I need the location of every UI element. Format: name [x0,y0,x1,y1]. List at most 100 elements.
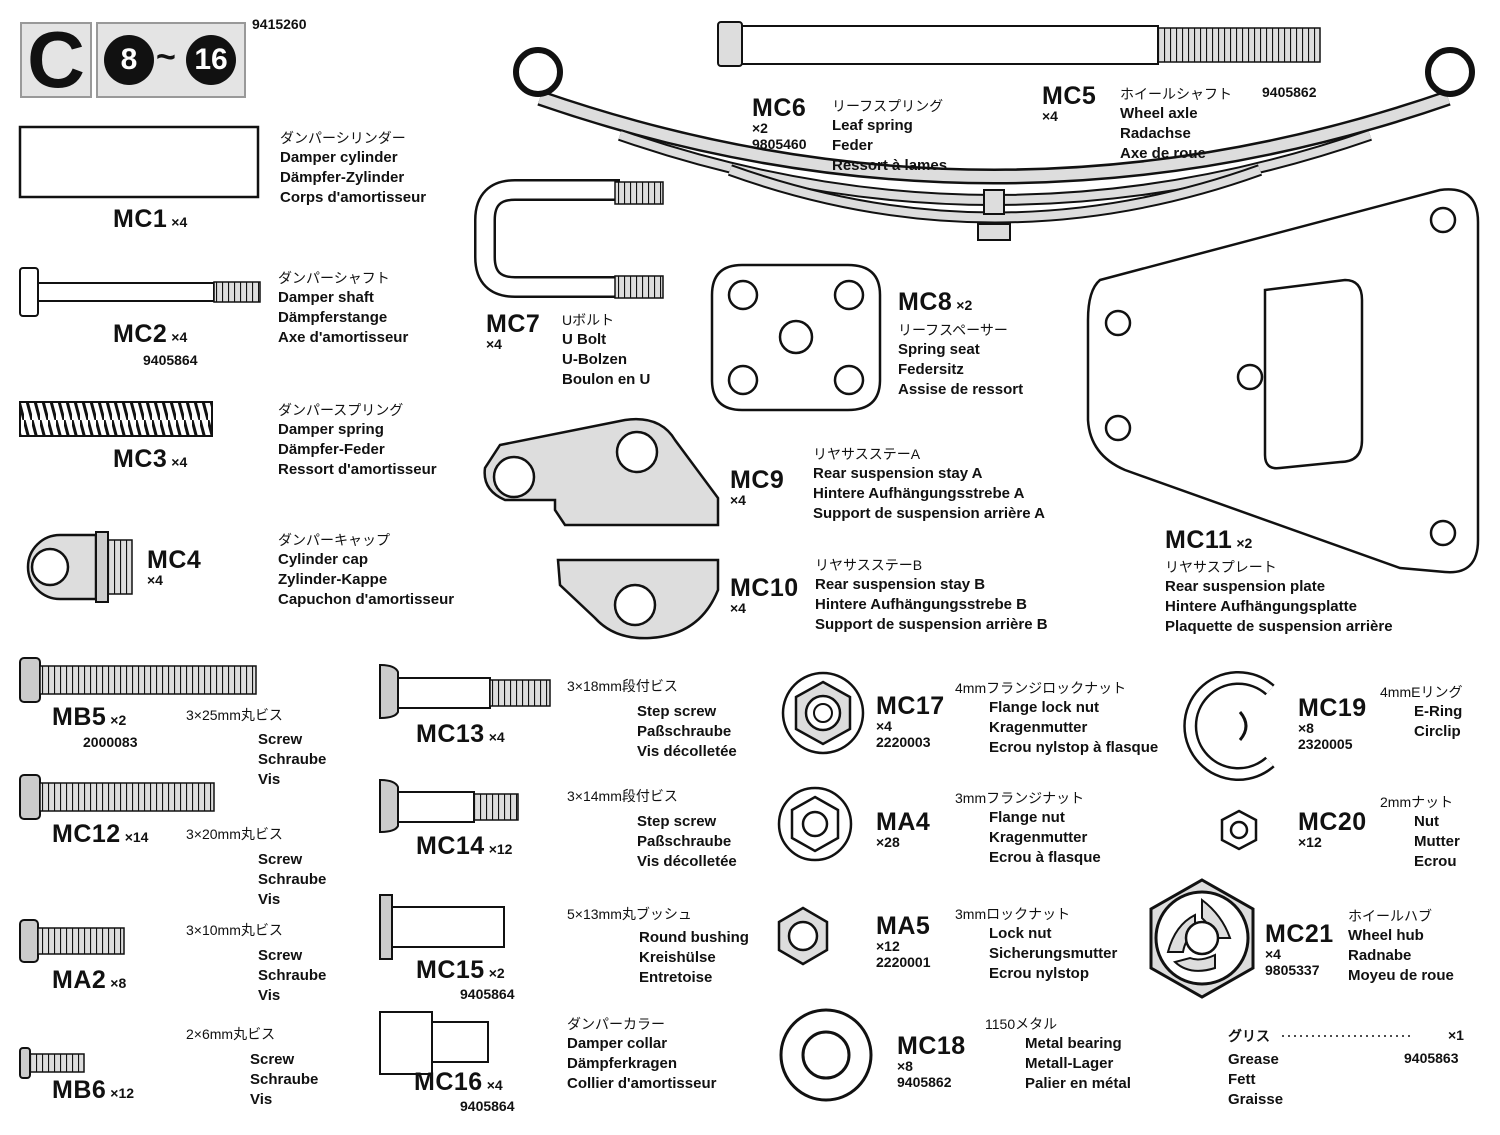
screw-mb5-drawing [19,657,257,703]
part-code-mc10: MC10×4 [730,574,799,616]
part-size-mb6: 2×6mm丸ビス [186,1026,276,1042]
bag-letter: C [20,20,92,100]
step-to-badge: 16 [186,35,236,85]
part-code-mc8: MC8×2 [898,288,973,316]
part-size-mc14: 3×14mm段付ビス [567,788,678,804]
step-screw-mc13-drawing [379,663,551,720]
step-screw-mc14-drawing [379,778,519,834]
step-from-badge: 8 [104,35,154,85]
rear-suspension-plate-drawing [1086,188,1480,574]
part-code-mb6: MB6×12 [52,1076,135,1104]
part-code-mc3: MC3×4 [113,445,188,473]
part-code-mc20: MC20×12 [1298,808,1367,850]
part-code-ma2: MA2×8 [52,966,127,994]
screw-mb6-drawing [19,1047,85,1079]
part-code-mc13: MC13×4 [416,720,505,748]
part-code-ma4: MA4×28 [876,808,931,850]
rear-stay-a-drawing [483,417,720,527]
wheel-axle-drawing [717,21,1321,67]
leaf-spring-drawing [513,47,1475,241]
damper-spring-drawing [19,401,213,437]
round-bushing-drawing [379,894,505,960]
part-code-mc9: MC9×4 [730,466,785,508]
u-bolt-drawing [474,179,664,299]
part-number-mc15: 9405864 [460,986,515,1002]
part-code-mb5: MB5×2 [52,703,127,731]
rear-stay-b-drawing [556,558,720,640]
part-code-mc11: MC11×2 [1165,526,1253,554]
part-code-mc4: MC4×4 [147,546,202,588]
part-number-mc16: 9405864 [460,1098,515,1114]
grease-label-jp: グリス [1228,1028,1270,1044]
step-range-tilde: ~ [156,38,176,76]
cylinder-cap-drawing [26,531,133,603]
part-size-ma2: 3×10mm丸ビス [186,922,283,938]
part-size-mb5: 3×25mm丸ビス [186,707,283,723]
grease-part-number: 9405863 [1404,1050,1459,1066]
bag-number: 9415260 [252,16,307,32]
part-number-mc2: 9405864 [143,352,198,368]
part-code-mc15: MC15×2 [416,956,505,984]
screw-ma2-drawing [19,919,125,963]
damper-shaft-drawing [19,267,261,317]
grease-qty: ×1 [1448,1027,1464,1043]
damper-cylinder-drawing [18,125,260,199]
part-size-mc12: 3×20mm丸ビス [186,826,283,842]
part-code-mc14: MC14×12 [416,832,513,860]
wheel-hub-drawing [1149,878,1255,999]
part-size-mc15: 5×13mm丸ブッシュ [567,906,692,922]
nut-mc20-drawing [1220,809,1258,851]
part-number-mc5: 9405862 [1262,84,1317,100]
e-ring-drawing [1183,671,1275,781]
screw-mc12-drawing [19,774,215,820]
spring-seat-drawing [710,263,882,412]
lock-nut-drawing [777,906,829,966]
flange-lock-nut-drawing [781,671,865,755]
part-code-mc7: MC7×4 [486,310,541,352]
step-range: 8 ~ 16 [96,22,246,98]
part-code-mc16: MC16×4 [414,1068,503,1096]
metal-bearing-drawing [779,1008,873,1102]
part-code-mc2: MC2×4 [113,320,188,348]
part-number-mb5: 2000083 [83,734,138,750]
part-code-mc12: MC12×14 [52,820,149,848]
part-size-mc13: 3×18mm段付ビス [567,678,678,694]
part-code-mc1: MC1×4 [113,205,188,233]
damper-collar-drawing [379,1011,489,1075]
part-code-mc5: MC5×4 [1042,82,1097,124]
